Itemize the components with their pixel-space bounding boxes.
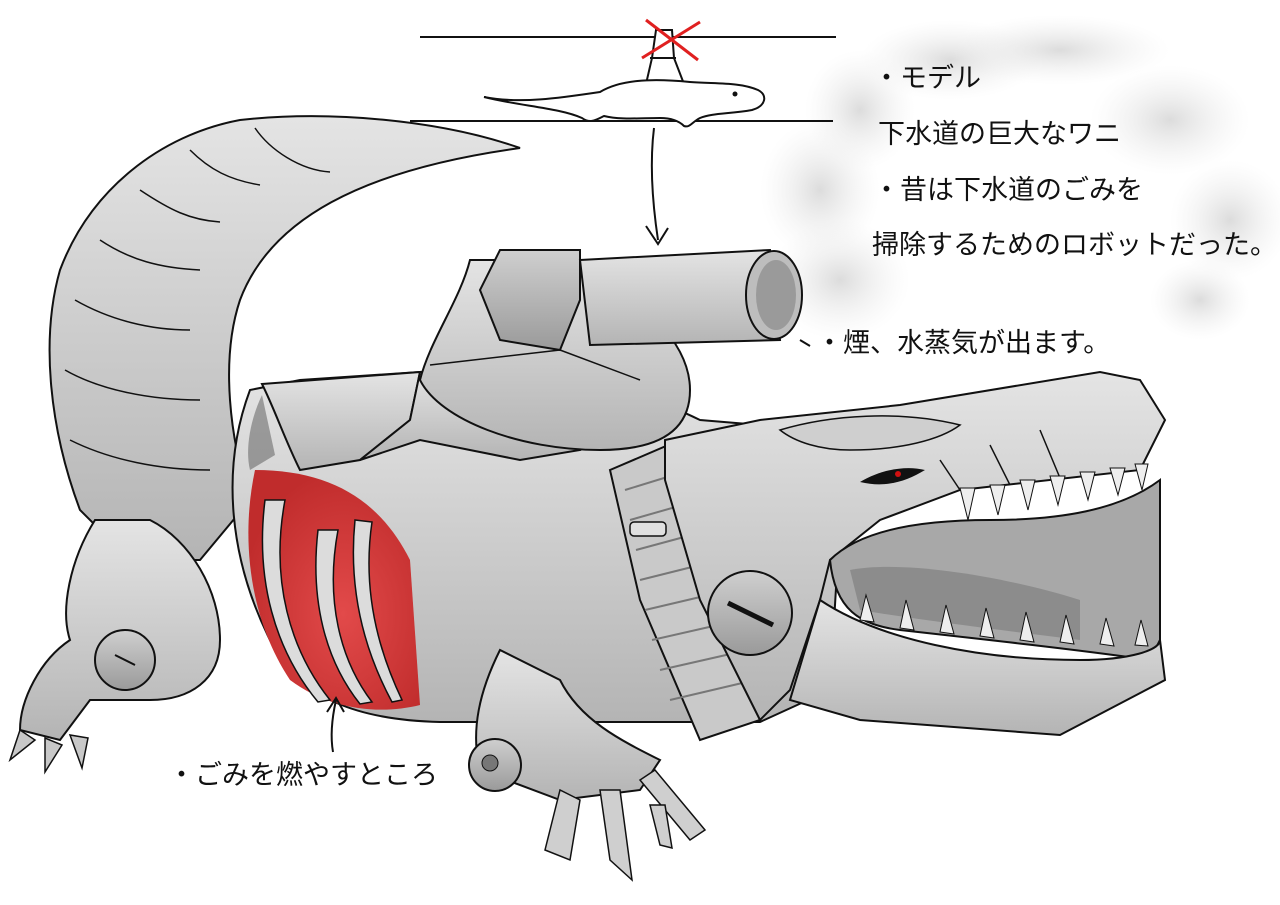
- smoke-note: ・煙、水蒸気が出ます。: [816, 328, 1111, 359]
- tail: [48, 115, 521, 561]
- model-description: 下水道の巨大なワニ: [878, 119, 1121, 150]
- burner-chamber: [248, 395, 420, 710]
- history-note-line1: ・昔は下水道のごみを: [873, 175, 1143, 206]
- shoulder-bolt: [707, 570, 793, 656]
- back-leg: [8, 519, 222, 775]
- pointer-tick-icon: [799, 339, 811, 347]
- smoke-pipe: [578, 248, 803, 347]
- history-note-line2: 掃除するためのロボットだった。: [872, 230, 1277, 261]
- model-heading: ・モデル: [873, 63, 981, 94]
- front-leg: [468, 648, 707, 882]
- down-arrow-icon: [645, 127, 669, 246]
- head: [664, 370, 1167, 722]
- mouth: [788, 463, 1167, 737]
- eye-icon: [895, 471, 901, 477]
- sewer-concept-sketch: [410, 29, 836, 128]
- smoke-plume: [760, 15, 1280, 340]
- burner-note: ・ごみを燃やすところ: [168, 760, 438, 791]
- red-cross-mark-icon: [641, 18, 701, 62]
- up-arrow-icon: [326, 696, 345, 753]
